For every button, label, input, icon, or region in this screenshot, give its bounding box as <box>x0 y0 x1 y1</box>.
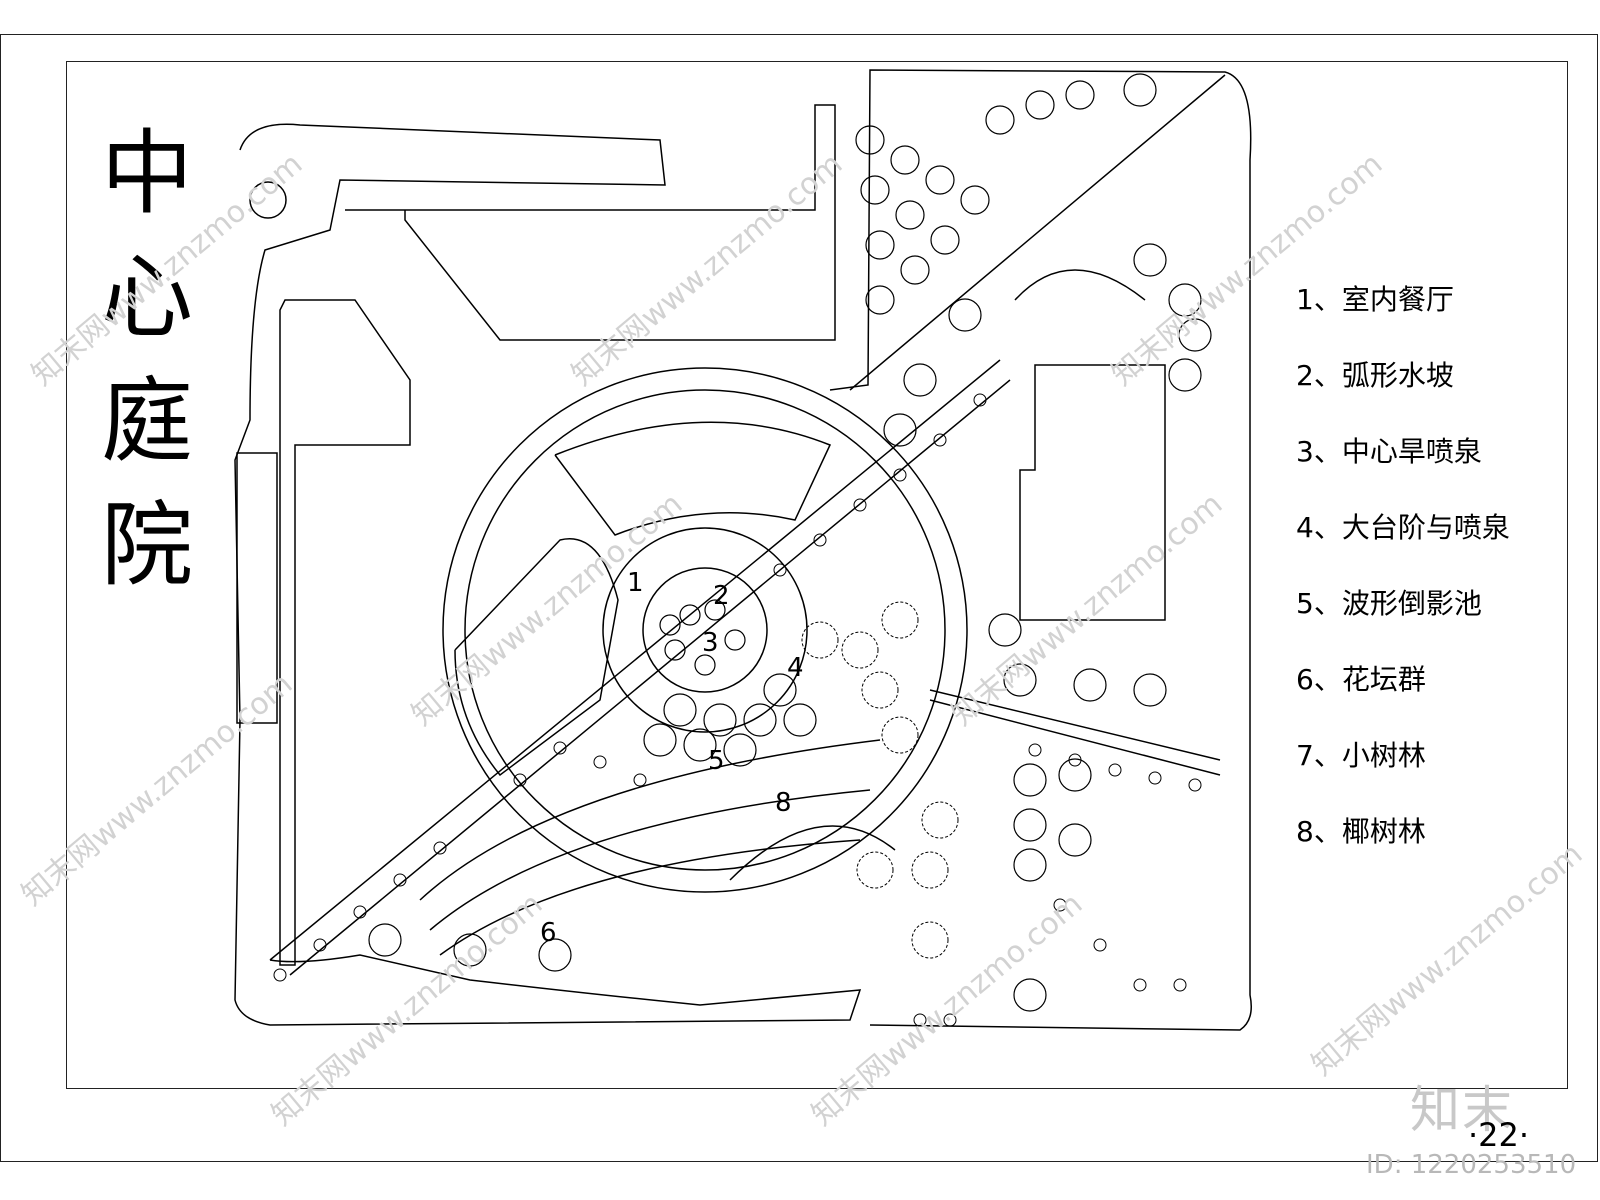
site-boundary <box>234 123 862 1026</box>
plan-label-2: 2 <box>713 581 730 611</box>
legend-item: 7、小树林 <box>1296 739 1426 772</box>
drawing-title: 中 心 庭 院 <box>92 112 202 608</box>
tree-grove <box>368 73 1212 1012</box>
plan-label-3: 3 <box>702 628 719 658</box>
legend-item: 4、大台阶与喷泉 <box>1296 511 1510 544</box>
plan-label-8: 8 <box>775 788 792 818</box>
central-fountain-trees <box>659 599 746 676</box>
plaza-ring-2 <box>464 389 946 871</box>
path-east <box>929 689 1221 761</box>
plaza-inner-ring <box>602 527 808 733</box>
path-east-2 <box>929 699 1221 776</box>
plan-label-5: 5 <box>708 746 725 776</box>
building-top <box>345 104 836 341</box>
page-number: ·22· <box>1468 1116 1530 1154</box>
fountain-ring <box>642 567 768 693</box>
plan-label-1: 1 <box>627 568 644 598</box>
northeast-arc <box>1014 269 1146 301</box>
watermark-id: ID: 1220253510 <box>1366 1150 1577 1180</box>
building-right <box>1019 364 1166 621</box>
legend-item: 3、中心旱喷泉 <box>1296 435 1482 468</box>
outer-drawing-frame <box>0 34 1598 1162</box>
legend-item: 1、室内餐厅 <box>1296 283 1454 316</box>
diagonal-axis-2 <box>289 379 1011 976</box>
title-char: 院 <box>100 492 193 599</box>
diagonal-axis-1 <box>269 359 1001 961</box>
inner-drawing-frame <box>66 61 1568 1089</box>
plaza-outer-ring <box>442 367 968 893</box>
title-char: 中 <box>100 120 193 227</box>
watermark-logo: 知末 <box>1410 1081 1514 1139</box>
legend-item: 6、花坛群 <box>1296 663 1426 696</box>
south-arc <box>729 825 896 881</box>
title-char: 心 <box>100 244 193 351</box>
legend: 1、室内餐厅 2、弧形水坡 3、中心旱喷泉 4、大台阶与喷泉 5、波形倒影池 6… <box>1296 281 1586 889</box>
palm-row <box>273 393 1202 1027</box>
shrub-clusters <box>801 601 959 959</box>
legend-item: 5、波形倒影池 <box>1296 587 1482 620</box>
south-arcs <box>419 739 881 956</box>
plaza-sector-2 <box>454 538 619 777</box>
round-feature <box>249 181 287 219</box>
legend-item: 2、弧形水坡 <box>1296 359 1454 392</box>
plan-label-4: 4 <box>787 653 804 683</box>
site-boundary-right <box>829 69 1252 1031</box>
legend-item: 8、椰树林 <box>1296 815 1426 848</box>
plan-label-6: 6 <box>540 918 557 948</box>
building-left-strip <box>236 452 278 724</box>
title-char: 庭 <box>100 368 193 475</box>
building-left <box>279 299 411 966</box>
plaza-sector-1 <box>554 421 832 536</box>
terrace-trees <box>643 673 817 767</box>
diagonal-path-top <box>849 74 1226 391</box>
